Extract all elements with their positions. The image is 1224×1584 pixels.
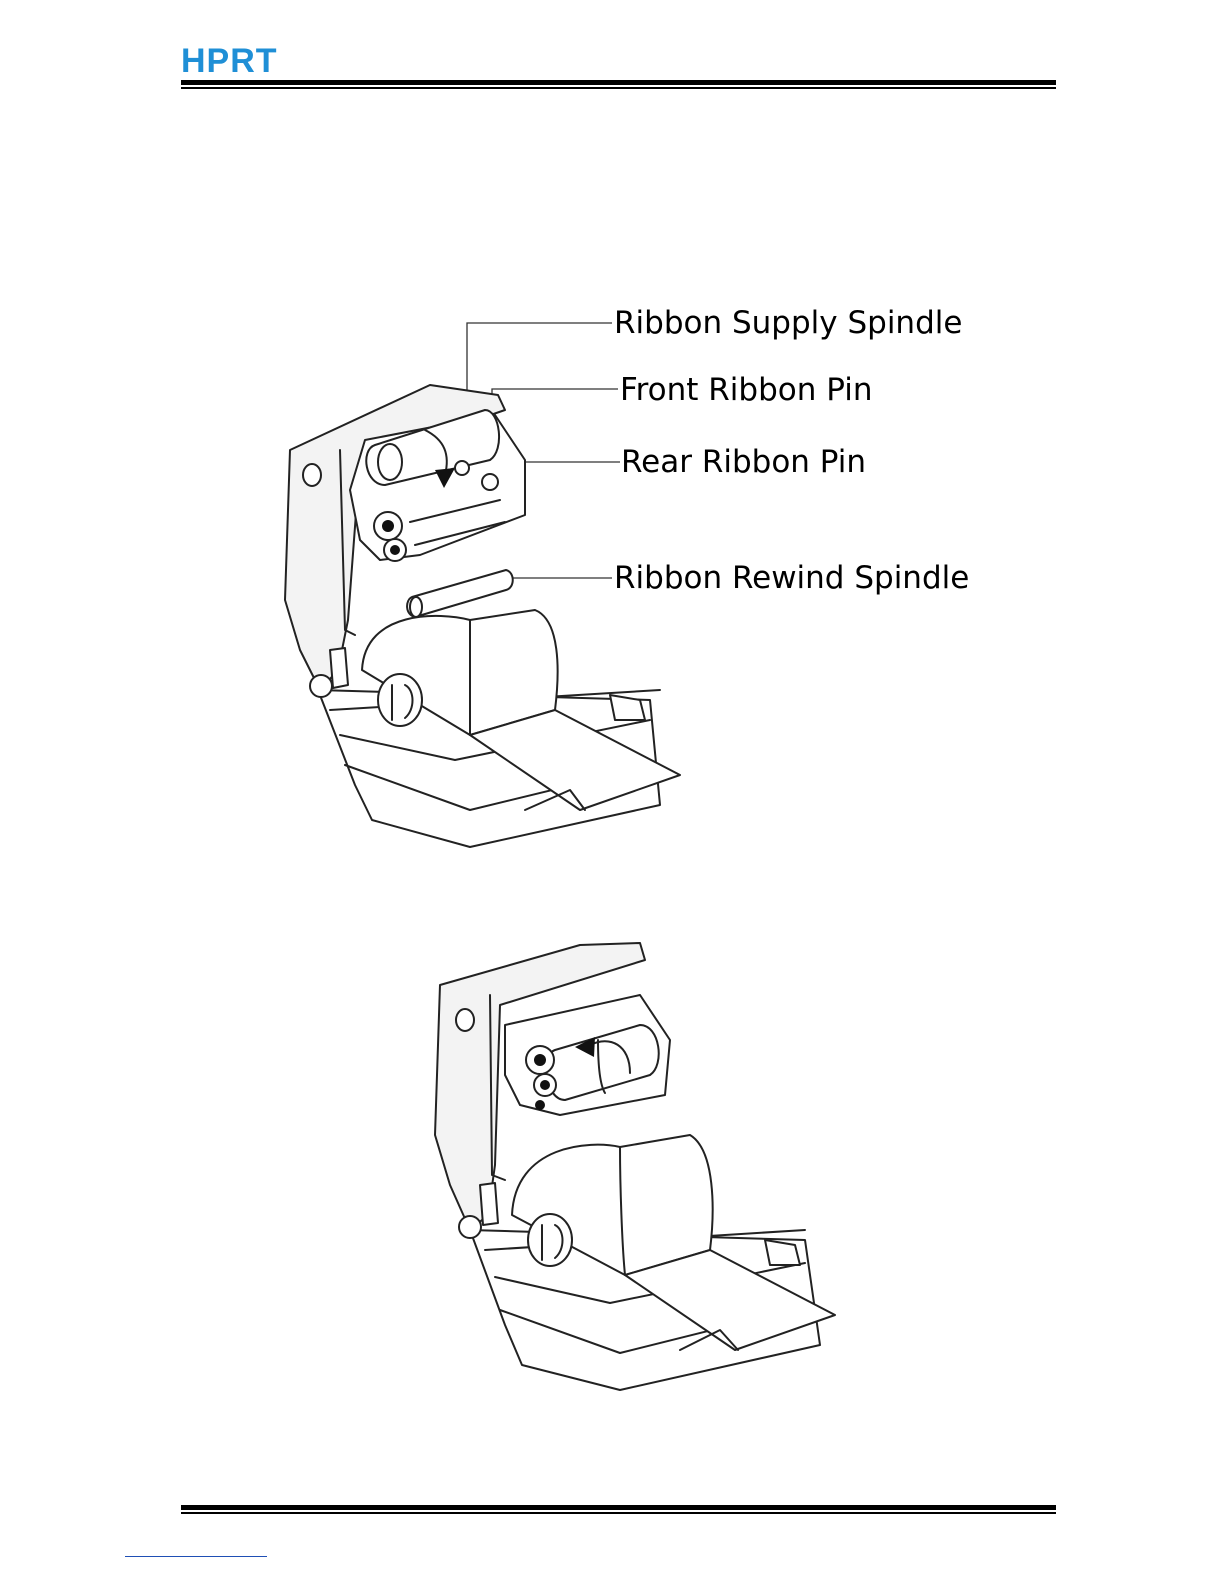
printer-illustration-open xyxy=(0,290,1224,860)
figure-ribbon-rewind xyxy=(0,925,1224,1405)
roll-holder xyxy=(378,674,422,726)
footer-rule-thin xyxy=(181,1512,1056,1514)
figure-ribbon-install-callouts: Ribbon Supply Spindle Front Ribbon Pin R… xyxy=(0,290,1224,860)
footer-rule-thick xyxy=(181,1505,1056,1510)
printer-illustration-ribbon-wound xyxy=(0,925,1224,1405)
header-rule-thin xyxy=(181,87,1056,89)
header-rule-thick xyxy=(181,80,1056,85)
footer-link-underline[interactable] xyxy=(125,1556,267,1557)
roll-holder xyxy=(528,1214,572,1266)
callout-ribbon-rewind-spindle: Ribbon Rewind Spindle xyxy=(614,560,969,596)
ribbon-rewind-spindle xyxy=(407,570,513,617)
callout-rear-ribbon-pin: Rear Ribbon Pin xyxy=(621,444,866,480)
rear-ribbon-pin xyxy=(482,474,498,490)
callout-ribbon-supply-spindle: Ribbon Supply Spindle xyxy=(614,305,962,341)
callout-front-ribbon-pin: Front Ribbon Pin xyxy=(620,372,873,408)
front-ribbon-pin xyxy=(455,461,469,475)
hinge-knob xyxy=(459,1216,481,1238)
hinge-knob xyxy=(310,675,332,697)
hprt-logo: HPRT xyxy=(181,46,278,76)
